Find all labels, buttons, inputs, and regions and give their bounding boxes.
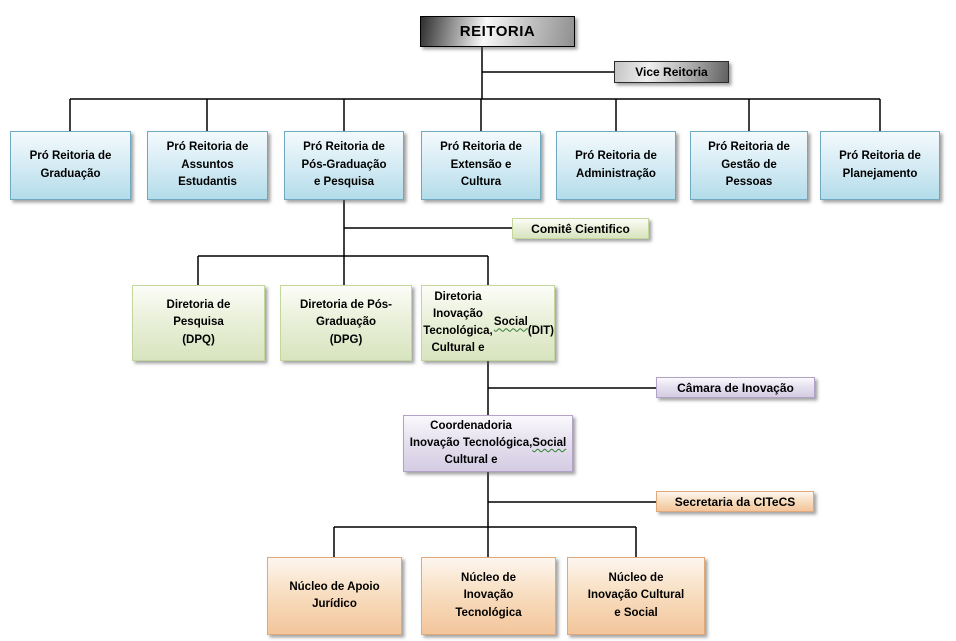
node-camara-inovacao: Câmara de Inovação (656, 377, 815, 398)
node-nucleo-inovacao-tecnologica: Núcleo de Inovação Tecnológica (421, 557, 556, 635)
node-nucleo-apoio-juridico: Núcleo de Apoio Jurídico (267, 557, 402, 635)
node-comite-cientifico: Comitê Cientifico (512, 218, 649, 239)
node-diretoria-inovacao-dit: Diretoria Inovação Tecnológica, Cultural… (421, 285, 555, 361)
node-vice-reitoria: Vice Reitoria (614, 61, 729, 83)
node-pro-reitoria-assuntos-estudantis: Pró Reitoria de Assuntos Estudantis (147, 131, 268, 200)
node-pro-reitoria-graduacao: Pró Reitoria de Graduação (10, 131, 131, 200)
node-pro-reitoria-pos-graduacao-pesquisa: Pró Reitoria de Pós-Graduação e Pesquisa (284, 131, 404, 200)
node-pro-reitoria-planejamento: Pró Reitoria de Planejamento (820, 131, 940, 200)
node-diretoria-pos-graduacao: Diretoria de Pós- Graduação (DPG) (280, 285, 412, 361)
node-reitoria: REITORIA (420, 16, 575, 47)
node-secretaria-citecs: Secretaria da CITeCS (656, 491, 814, 512)
node-coordenadoria-citecs: Coordenadoria Inovação Tecnológica, Cult… (403, 415, 573, 472)
node-diretoria-pesquisa: Diretoria de Pesquisa (DPQ) (132, 285, 265, 361)
node-pro-reitoria-extensao-cultura: Pró Reitoria de Extensão e Cultura (421, 131, 541, 200)
node-pro-reitoria-administracao: Pró Reitoria de Administração (556, 131, 676, 200)
node-pro-reitoria-gestao-pessoas: Pró Reitoria de Gestão de Pessoas (690, 131, 808, 200)
node-nucleo-inovacao-cultural-social: Núcleo de Inovação Cultural e Social (567, 557, 705, 635)
